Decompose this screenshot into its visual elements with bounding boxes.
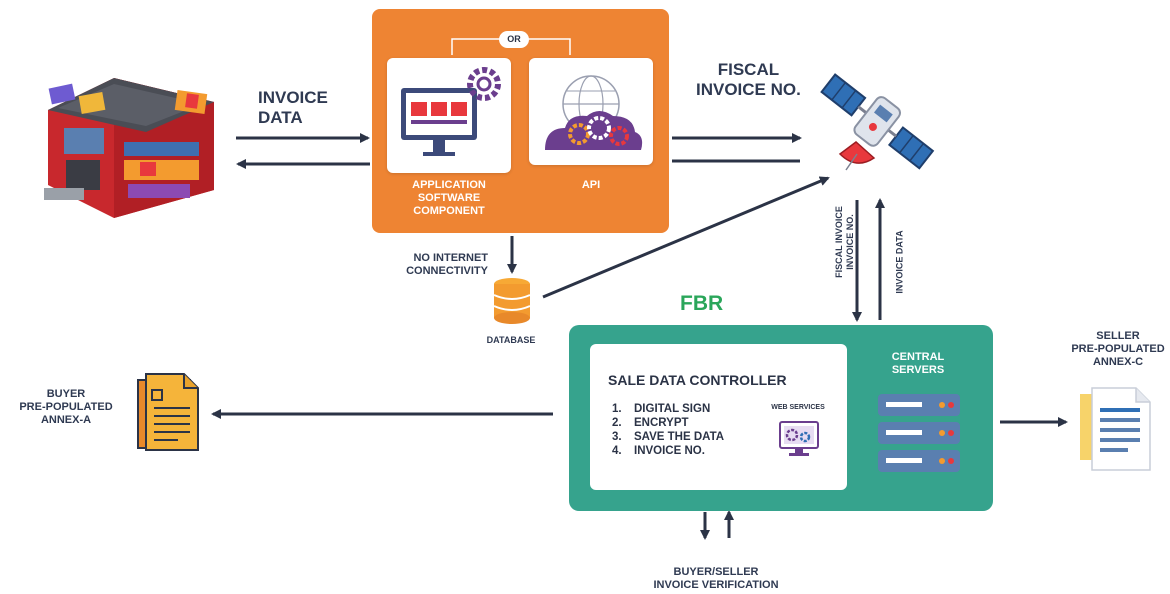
api-caption: API <box>581 179 601 191</box>
satellite-icon <box>820 73 935 171</box>
seller-document-icon <box>1080 387 1151 471</box>
or-badge: OR <box>499 31 529 48</box>
step-item: 1.DIGITAL SIGN <box>612 403 711 415</box>
web-services-label: WEB SERVICES <box>771 404 825 411</box>
buyer-document-icon <box>137 373 199 451</box>
application-software-caption: APPLICATION SOFTWARE COMPONENT <box>412 179 486 217</box>
application-panel: OR APPLICATION SOFTWARE COMPONENT API <box>372 9 669 233</box>
step-item: 3.SAVE THE DATA <box>612 431 725 443</box>
step-item: 2.ENCRYPT <box>612 417 689 429</box>
seller-annex-label: SELLER PRE-POPULATED ANNEX-C <box>1071 330 1165 368</box>
invoice-data-vertical-label: INVOICE DATA <box>894 230 905 294</box>
database-icon <box>493 278 531 324</box>
no-internet-label: NO INTERNET CONNECTIVITY <box>406 252 488 277</box>
sale-data-controller-title: SALE DATA CONTROLLER <box>608 372 787 388</box>
arrow-database-to-satellite <box>542 176 830 299</box>
fiscal-invoice-vertical-label: FISCAL INVOICE INVOICE NO. <box>834 206 855 278</box>
server-stack-icon <box>878 394 960 472</box>
verification-label: BUYER/SELLER INVOICE VERIFICATION <box>653 566 779 591</box>
web-services-icon <box>779 421 819 456</box>
application-software-card <box>387 58 511 173</box>
store-building-icon <box>44 78 214 218</box>
sale-data-controller-card: SALE DATA CONTROLLER 1.DIGITAL SIGN 2.EN… <box>590 344 847 490</box>
api-card <box>529 58 653 165</box>
invoice-data-label: INVOICE DATA <box>258 88 328 127</box>
controller-steps: 1.DIGITAL SIGN 2.ENCRYPT 3.SAVE THE DATA… <box>612 402 724 458</box>
central-servers-label: CENTRAL SERVERS <box>891 351 945 376</box>
fiscal-invoice-no-label: FISCAL INVOICE NO. <box>696 60 801 99</box>
fbr-heading: FBR <box>680 292 724 315</box>
monitor-gear-icon <box>401 67 501 156</box>
cloud-globe-gears-icon <box>545 75 643 150</box>
step-item: 4.INVOICE NO. <box>612 445 705 457</box>
database-label: DATABASE <box>486 335 536 345</box>
buyer-annex-label: BUYER PRE-POPULATED ANNEX-A <box>19 388 113 426</box>
